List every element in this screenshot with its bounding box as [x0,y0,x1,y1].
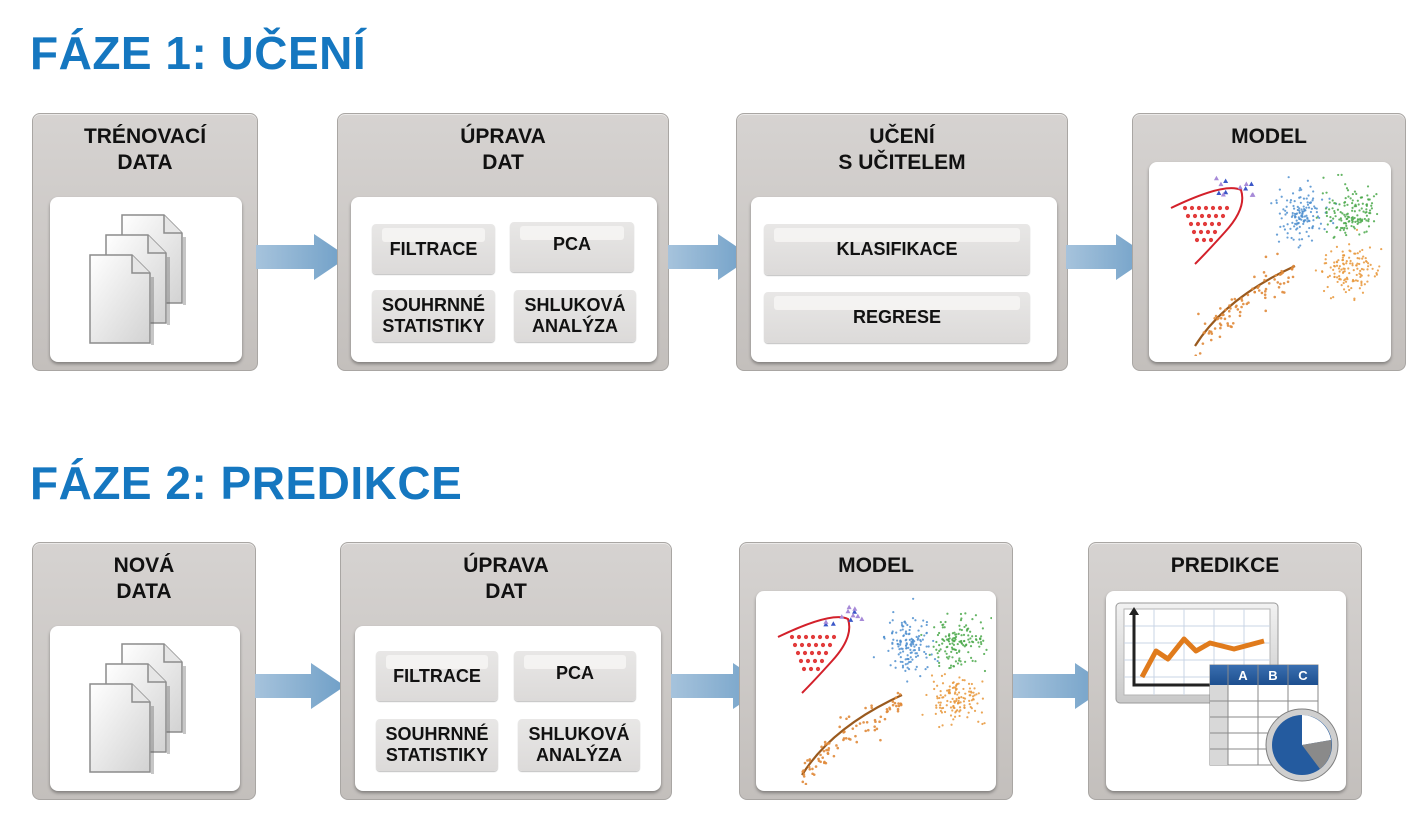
arrow-right-icon [668,234,752,280]
stage-title: ÚPRAVA DAT [463,554,549,603]
stage-title: NOVÁ DATA [113,554,175,603]
stage-preprocessing: ÚPRAVA DAT FILTRACE PCA SOUHRNNÉ STATIST… [340,542,672,800]
phase1-title: FÁZE 1: UČENÍ [30,27,367,79]
chip-filtrace: FILTRACE [376,651,498,701]
scatter-model-icon [1155,168,1385,356]
prediction-chart-icon: A B C [1114,599,1346,789]
chip-souhrnne-statistiky: SOUHRNNÉ STATISTIKY [376,719,498,771]
chip-klasifikace: KLASIFIKACE [764,224,1030,275]
stage-title: ÚPRAVA DAT [460,125,546,174]
table-header-b: B [1268,668,1277,683]
preprocessing-panel: FILTRACE PCA SOUHRNNÉ STATISTIKY SHLUKOV… [351,197,657,362]
chip-filtrace: FILTRACE [372,224,495,274]
chip-shlukova-analyza: SHLUKOVÁ ANALÝZA [514,290,636,342]
stage-training-data: TRÉNOVACÍ DATA [32,113,258,371]
stage-title: UČENÍ S UČITELEM [838,125,966,174]
arrow-right-icon [1013,663,1109,709]
prediction-panel: A B C [1106,591,1346,791]
stage-preprocessing: ÚPRAVA DAT FILTRACE PCA SOUHRNNÉ STATIST… [337,113,669,371]
learning-panel: KLASIFIKACE REGRESE [751,197,1057,362]
phase2-title: FÁZE 2: PREDIKCE [30,457,463,509]
table-header-a: A [1238,668,1248,683]
documents-icon [86,640,206,780]
chip-regrese: REGRESE [764,292,1030,343]
stage-model: MODEL [1132,113,1406,371]
model-panel [1149,162,1391,362]
stage-title: TRÉNOVACÍ DATA [83,125,207,174]
model-panel [756,591,996,791]
chip-souhrnne-statistiky: SOUHRNNÉ STATISTIKY [372,290,495,342]
preprocessing-panel: FILTRACE PCA SOUHRNNÉ STATISTIKY SHLUKOV… [355,626,661,791]
documents-icon [86,211,206,351]
stage-supervised-learning: UČENÍ S UČITELEM KLASIFIKACE REGRESE [736,113,1068,371]
arrow-right-icon [255,663,345,709]
stage-title: MODEL [1231,125,1307,148]
stage-title: PREDIKCE [1170,554,1280,577]
table-header-c: C [1298,668,1308,683]
chip-shlukova-analyza: SHLUKOVÁ ANALÝZA [518,719,640,771]
stage-new-data: NOVÁ DATA [32,542,256,800]
scatter-model-icon [762,597,992,785]
stage-model: MODEL [739,542,1013,800]
arrow-right-icon [1066,234,1150,280]
documents-panel [50,626,240,791]
documents-panel [50,197,242,362]
arrow-right-icon [256,234,348,280]
chip-pca: PCA [510,222,634,272]
stage-title: MODEL [838,554,914,577]
chip-pca: PCA [514,651,636,701]
stage-prediction: PREDIKCE [1088,542,1362,800]
